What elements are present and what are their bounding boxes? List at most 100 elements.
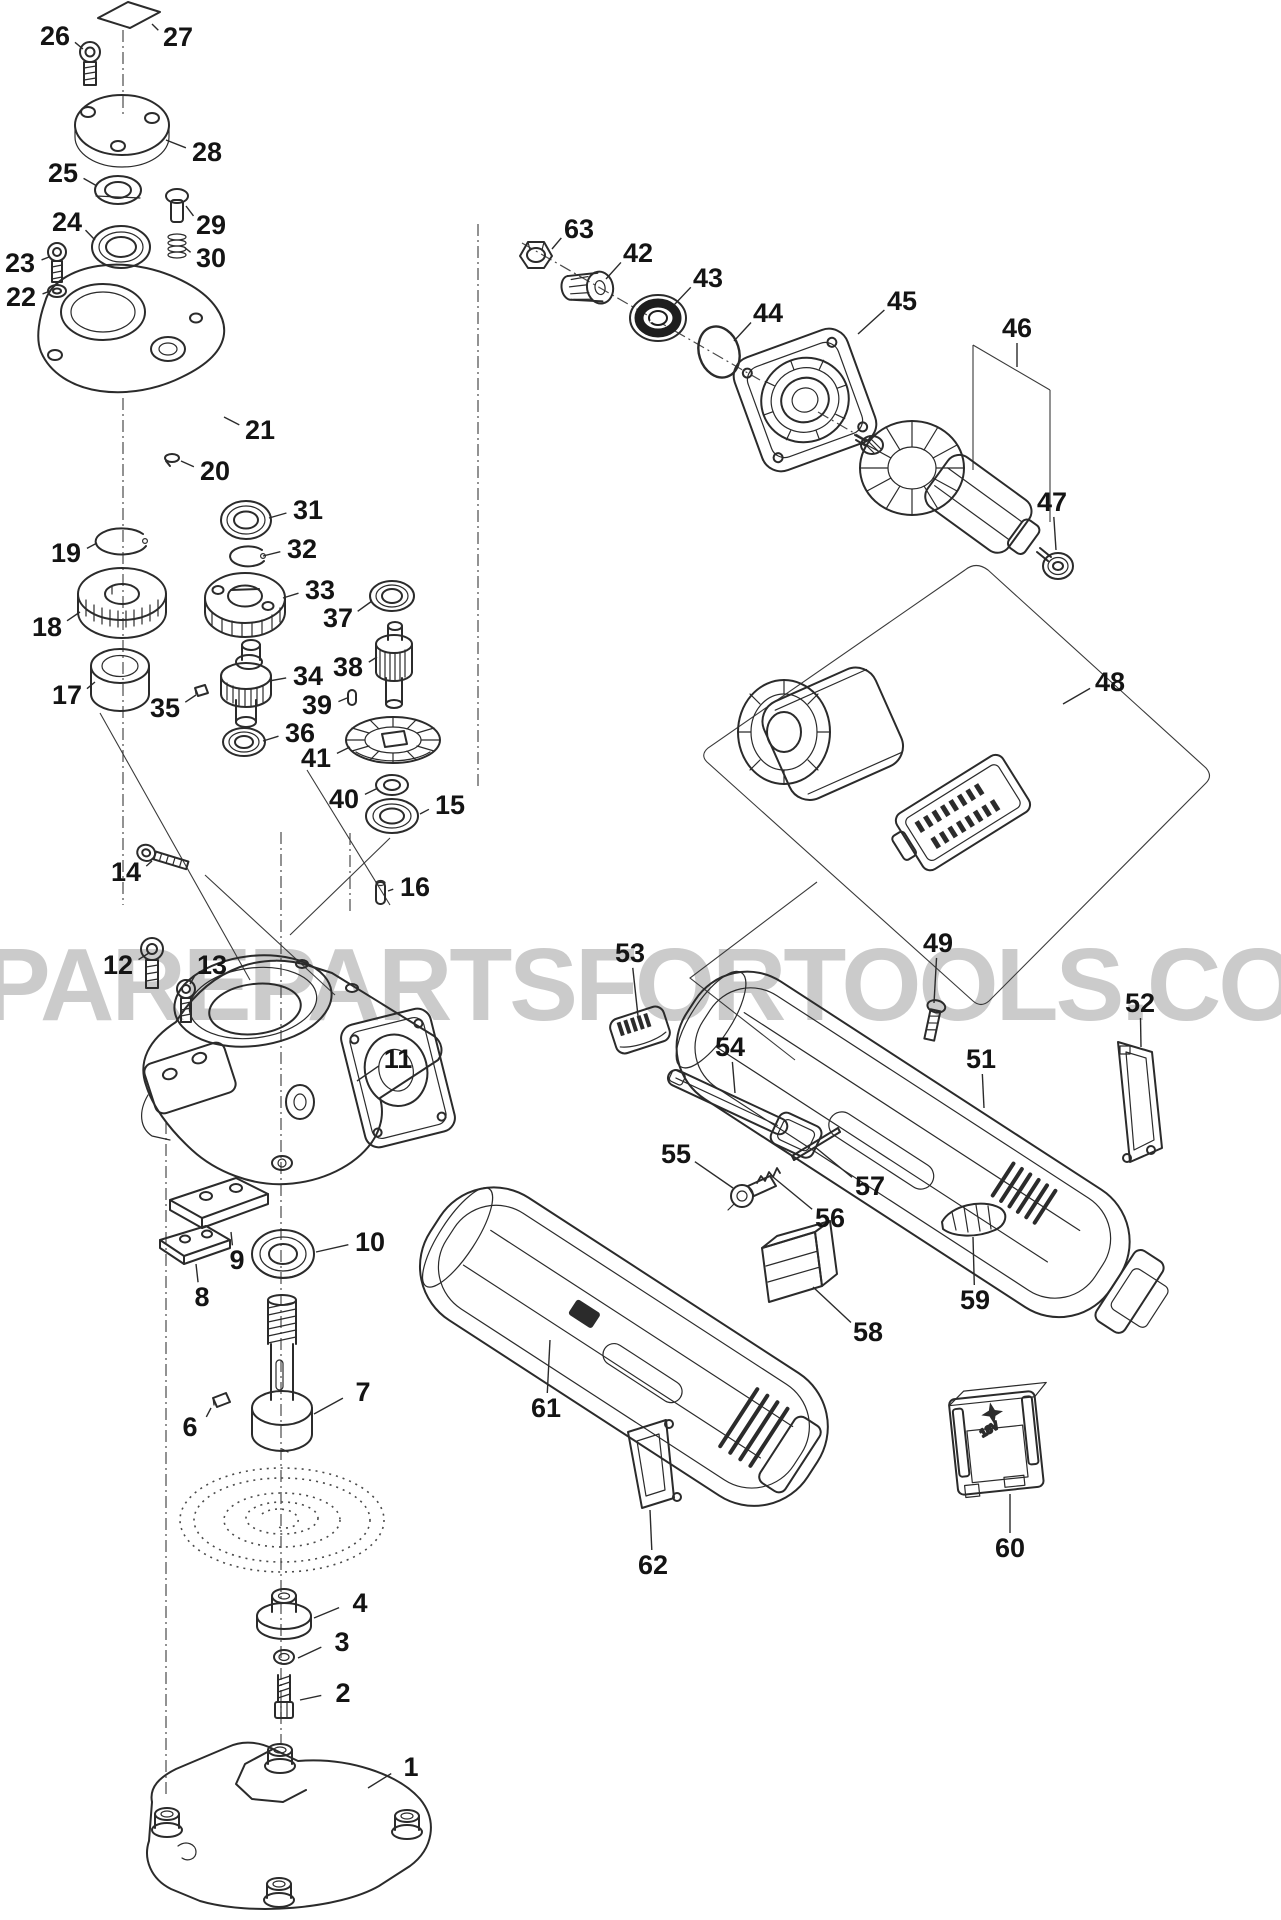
callout-label-4: 4 xyxy=(352,1588,367,1618)
leader-line-31 xyxy=(268,512,287,519)
part-43-ball-bearing xyxy=(629,294,687,342)
leader-line-62 xyxy=(649,1509,653,1551)
rubber-foot xyxy=(151,1807,183,1838)
part-30-spring xyxy=(167,233,187,259)
leader-line-27 xyxy=(151,23,159,31)
leader-line-41 xyxy=(336,746,351,755)
part-36-ball-bearing xyxy=(222,727,266,757)
callout-label-14: 14 xyxy=(111,857,141,887)
callout-label-27: 27 xyxy=(163,22,193,52)
part-58-switch xyxy=(761,1220,838,1303)
callout-label-39: 39 xyxy=(302,690,332,720)
callout-label-60: 60 xyxy=(995,1533,1025,1563)
part-39-pin xyxy=(347,689,357,706)
leader-line-13 xyxy=(189,974,196,985)
callout-label-21: 21 xyxy=(245,415,275,445)
leader-line-49 xyxy=(933,957,938,1004)
callout-label-32: 32 xyxy=(287,534,317,564)
part-11-gear-housing xyxy=(141,954,456,1186)
callout-label-31: 31 xyxy=(293,495,323,525)
callout-label-51: 51 xyxy=(966,1044,996,1074)
rubber-foot xyxy=(263,1877,295,1908)
leader-line-7 xyxy=(313,1397,344,1415)
axis-lines xyxy=(99,30,867,1795)
callout-label-58: 58 xyxy=(853,1317,883,1347)
leader-line-21 xyxy=(223,416,240,426)
part-34-spindle-gear xyxy=(220,639,272,728)
leader-line-58 xyxy=(812,1286,852,1324)
callout-label-38: 38 xyxy=(333,652,363,682)
leader-line-52 xyxy=(1139,1017,1142,1048)
leader-line-2 xyxy=(299,1694,322,1701)
part-49-screw xyxy=(923,999,947,1042)
part-15-ball-bearing xyxy=(365,798,419,834)
leader-line-23 xyxy=(41,256,50,261)
leader-line-37 xyxy=(357,600,373,612)
callout-label-25: 25 xyxy=(48,158,78,188)
part-19-snap-ring xyxy=(94,527,149,556)
part-42-collet xyxy=(560,270,615,305)
callout-label-63: 63 xyxy=(564,214,594,244)
callout-label-36: 36 xyxy=(285,718,315,748)
callout-label-26: 26 xyxy=(40,21,70,51)
part-26-screw xyxy=(79,41,101,86)
leader-line-48 xyxy=(1062,687,1091,705)
callout-label-53: 53 xyxy=(615,938,645,968)
part-25-lock-nut xyxy=(94,175,142,205)
callout-label-9: 9 xyxy=(229,1245,244,1275)
leader-line-51 xyxy=(981,1073,985,1109)
leader-line-8 xyxy=(195,1263,199,1283)
leader-line-16 xyxy=(387,888,394,892)
callout-label-54: 54 xyxy=(715,1032,745,1062)
leader-line-56 xyxy=(772,1176,813,1210)
leader-line-53 xyxy=(632,967,639,1017)
leader-line-15 xyxy=(419,808,430,815)
part-28-cover xyxy=(74,94,170,168)
part-33-flange xyxy=(204,572,286,638)
callout-label-18: 18 xyxy=(32,612,62,642)
part-51-housing-right xyxy=(675,970,1169,1334)
part-4-inner-flange xyxy=(256,1588,312,1640)
part-52-end-plate xyxy=(1117,1041,1163,1163)
part-41-bevel-gear xyxy=(345,716,441,764)
callout-label-6: 6 xyxy=(182,1412,197,1442)
callout-label-62: 62 xyxy=(638,1550,668,1580)
leader-line-61 xyxy=(546,1339,551,1394)
callout-label-3: 3 xyxy=(334,1627,349,1657)
part-18-gear xyxy=(77,567,167,639)
part-55-lever xyxy=(727,1175,777,1211)
callout-label-40: 40 xyxy=(329,784,359,814)
grinding-wheel-phantom xyxy=(179,1467,385,1573)
callout-label-59: 59 xyxy=(960,1285,990,1315)
leader-line-30 xyxy=(183,246,192,253)
leader-line-20 xyxy=(180,460,195,468)
leader-line-22 xyxy=(42,290,51,295)
callout-label-46: 46 xyxy=(1002,313,1032,343)
part-48-boundary xyxy=(689,564,1211,1061)
part-47-ball-bearing xyxy=(1042,552,1074,580)
rubber-foot xyxy=(391,1809,423,1840)
part-1-base-plate xyxy=(146,1741,432,1910)
callout-label-1: 1 xyxy=(403,1752,418,1782)
leader-line-26 xyxy=(74,41,84,50)
leader-line-24 xyxy=(85,229,96,241)
callout-label-15: 15 xyxy=(435,790,465,820)
leader-line-38 xyxy=(368,656,378,663)
part-14-screw xyxy=(136,843,190,871)
callout-label-13: 13 xyxy=(197,950,227,980)
callout-label-48: 48 xyxy=(1095,667,1125,697)
leader-line-18 xyxy=(66,611,81,622)
leader-line-59 xyxy=(972,1236,976,1286)
leader-line-57 xyxy=(814,1146,853,1178)
leader-line-33 xyxy=(282,592,299,599)
part-62-bracket xyxy=(627,1419,682,1509)
part-60-battery-connector: 18V xyxy=(948,1381,1047,1499)
leader-line-45 xyxy=(857,309,885,335)
leader-line-6 xyxy=(205,1407,212,1418)
leader-line-55 xyxy=(694,1161,734,1189)
callout-label-12: 12 xyxy=(103,950,133,980)
part-63-hex-nut xyxy=(519,241,553,269)
callout-label-43: 43 xyxy=(693,263,723,293)
callout-label-8: 8 xyxy=(194,1282,209,1312)
